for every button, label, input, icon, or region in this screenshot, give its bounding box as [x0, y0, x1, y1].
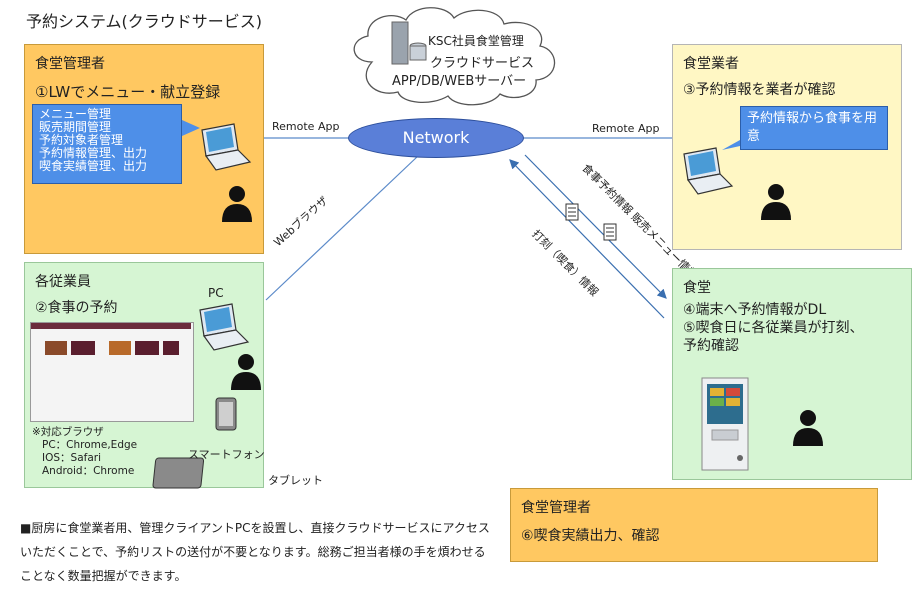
arrow-from-cafeteria	[509, 159, 665, 319]
laptop-icon	[201, 123, 252, 171]
booking-app-screenshot	[30, 322, 194, 422]
admin-bottom-step: ⑥喫食実績出力、確認	[521, 528, 660, 544]
cafeteria-heading: 食堂	[683, 280, 711, 296]
admin-top-step: ①LWでメニュー・献立登録	[35, 83, 221, 101]
network-node: Network	[348, 118, 524, 158]
laptop-icon	[199, 303, 250, 351]
employee-heading: 各従業員	[35, 274, 91, 290]
vendor-callout: 予約情報から食事を用意	[740, 106, 888, 150]
page-title: 予約システム(クラウドサービス)	[26, 12, 263, 31]
smartphone-label: スマートフォン	[188, 448, 265, 461]
browsers-title: ※対応ブラウザ	[32, 426, 104, 438]
box-admin-bottom: 食堂管理者 ⑥喫食実績出力、確認	[510, 488, 878, 562]
browser-item: IOS：Safari	[42, 452, 101, 464]
server-icon	[391, 21, 409, 65]
browser-item: Android：Chrome	[42, 465, 135, 477]
document-icon	[603, 223, 617, 241]
admin-function: 予約対象者管理	[39, 133, 124, 147]
cloud-line2: APP/DB/WEBサーバー	[392, 74, 527, 89]
footnote: ■厨房に食堂業者用、管理クライアントPCを設置し、直接クラウドサービスにアクセス…	[20, 521, 490, 583]
arrow-to-cafeteria	[524, 154, 667, 299]
admin-functions-callout: メニュー管理 販売期間管理 予約対象者管理 予約情報管理、出力 喫食実績管理、出…	[32, 104, 182, 184]
tablet-icon	[152, 457, 205, 489]
user-icon	[222, 186, 252, 222]
admin-function: 販売期間管理	[39, 120, 112, 134]
cafeteria-step2: ⑤喫食日に各従業員が打刻、	[683, 320, 864, 336]
admin-bottom-heading: 食堂管理者	[521, 500, 591, 516]
laptop-icon	[683, 147, 734, 195]
admin-function: 喫食実績管理、出力	[39, 159, 148, 173]
user-icon	[231, 354, 261, 390]
supported-browsers: ※対応ブラウザ PC：Chrome,Edge IOS：Safari Androi…	[32, 426, 137, 478]
browser-item: PC：Chrome,Edge	[42, 439, 138, 451]
cloud-line1: クラウドサービス	[430, 56, 535, 71]
document-icon	[565, 203, 579, 221]
admin-function: メニュー管理	[39, 107, 112, 121]
vendor-heading: 食堂業者	[683, 56, 739, 72]
user-icon	[761, 184, 791, 220]
cafeteria-step1: ④端末へ予約情報がDL	[683, 302, 827, 318]
user-icon	[793, 410, 823, 446]
cloud-server-name: KSC社員食堂管理	[428, 34, 524, 48]
pc-label: PC	[208, 286, 224, 300]
label-remote-app-left: Remote App	[272, 120, 340, 133]
employee-step: ②食事の予約	[35, 300, 118, 316]
link-network-employee	[265, 155, 419, 301]
cafeteria-step2b: 予約確認	[683, 338, 739, 354]
vendor-step: ③予約情報を業者が確認	[683, 82, 836, 98]
label-remote-app-right: Remote App	[592, 122, 660, 135]
terminal-icon	[701, 377, 749, 471]
admin-function: 予約情報管理、出力	[39, 146, 148, 160]
tablet-label: タブレット	[268, 474, 323, 487]
admin-top-heading: 食堂管理者	[35, 56, 105, 72]
